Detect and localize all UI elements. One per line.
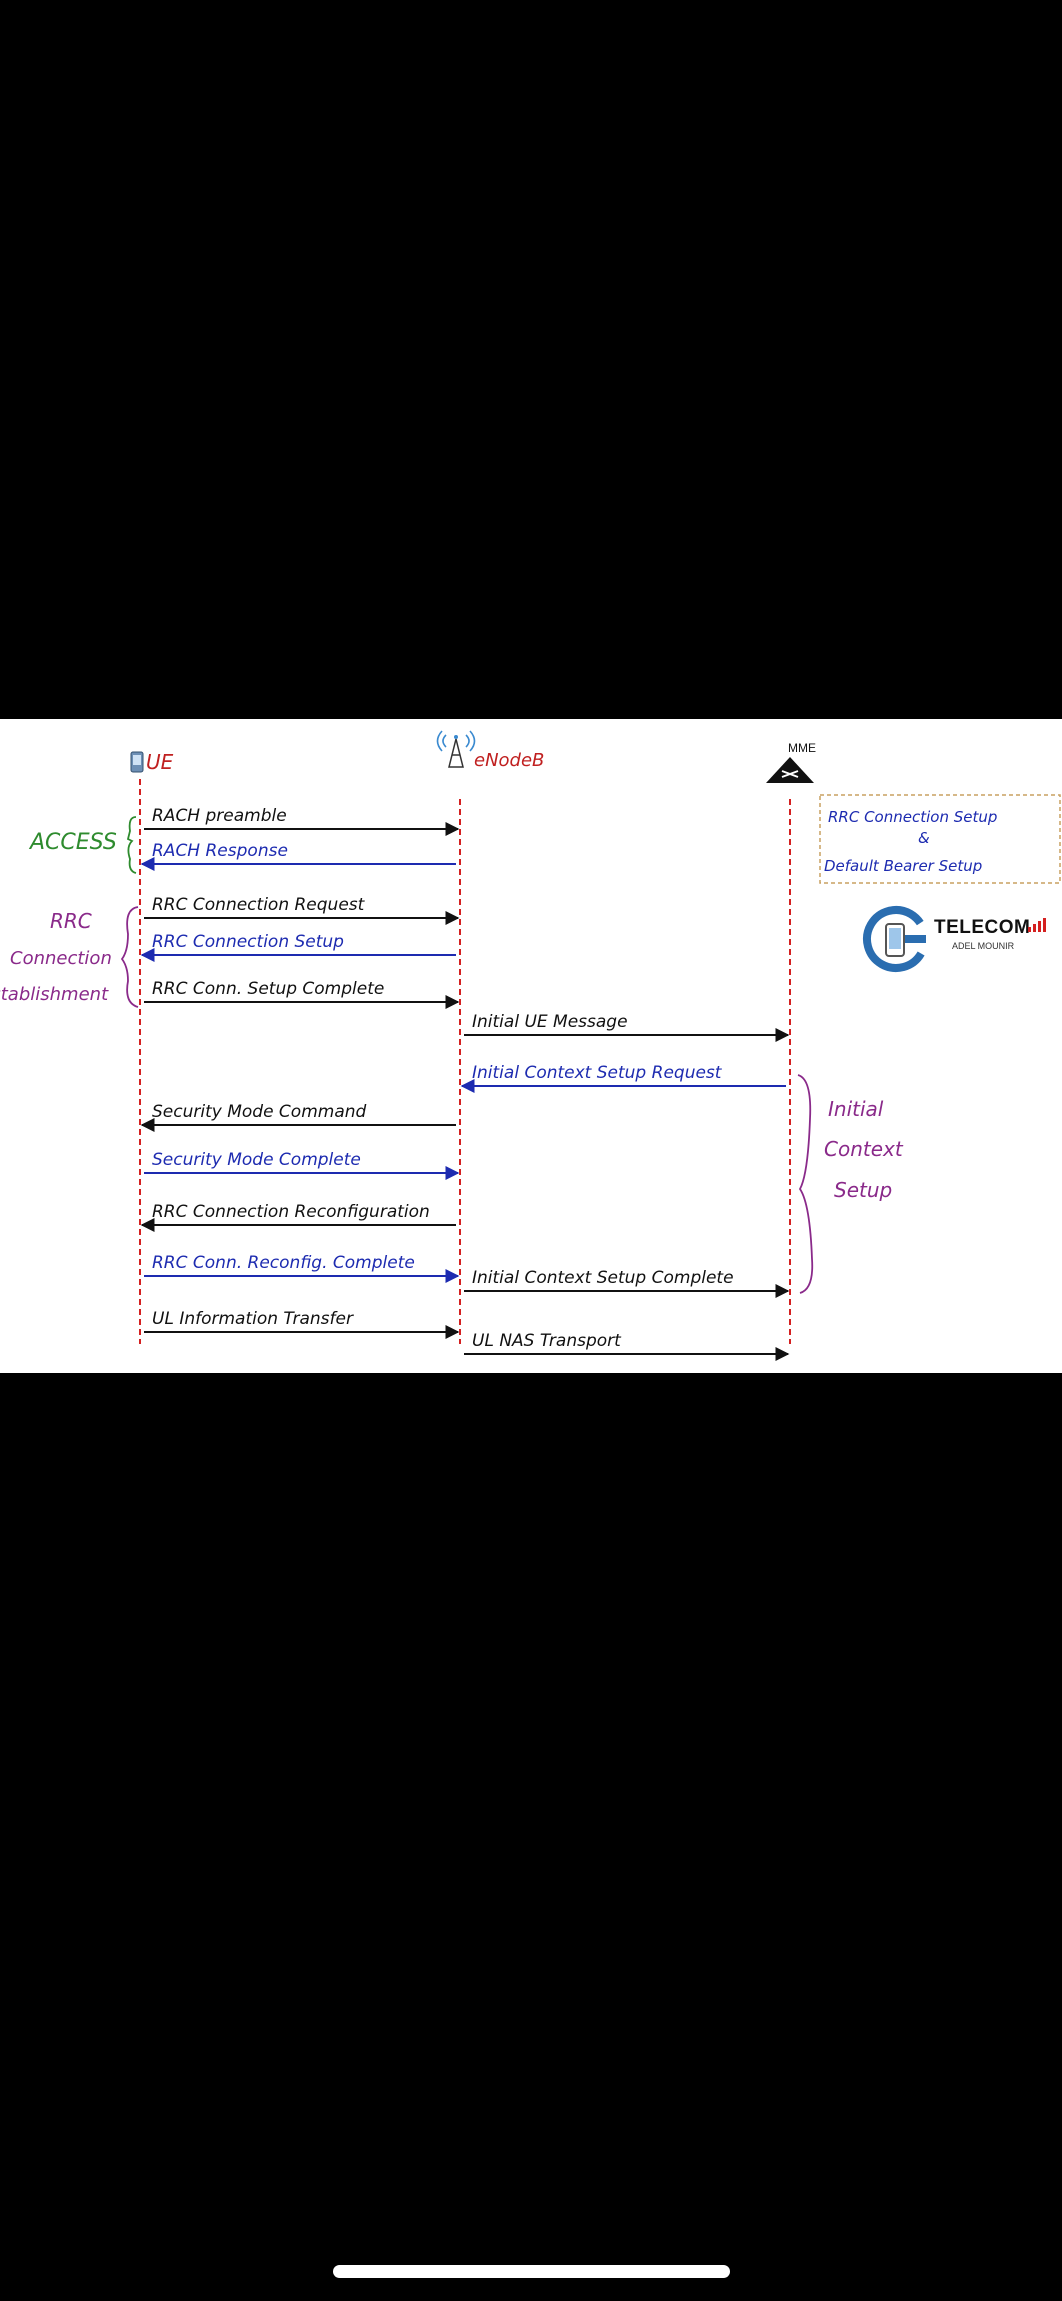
rrc-phase-label-2: Connection xyxy=(10,948,112,969)
mme-header: MME xyxy=(766,741,816,783)
initial-context-phase-label-1: Initial xyxy=(828,1097,884,1121)
rach-response-label: RACH Response xyxy=(152,841,288,861)
antenna-tower-icon xyxy=(436,730,476,768)
security-mode-command-label: Security Mode Command xyxy=(152,1102,367,1122)
ul-nas-transport-label: UL NAS Transport xyxy=(472,1331,622,1351)
rrc-phase-label-3: Establishment xyxy=(0,984,109,1005)
home-indicator[interactable] xyxy=(333,2265,730,2278)
security-mode-complete-label: Security Mode Complete xyxy=(152,1150,361,1170)
initial-context-phase: Initial Context Setup xyxy=(797,1074,904,1294)
access-phase-brace xyxy=(126,816,137,874)
initial-context-phase-label-2: Context xyxy=(824,1137,904,1161)
note-line-3: Default Bearer Setup xyxy=(824,857,982,875)
note-box: RRC Connection Setup & Default Bearer Se… xyxy=(819,794,1061,884)
rrc-phase: RRC Connection Establishment xyxy=(0,906,139,1008)
initial-context-phase-brace xyxy=(797,1074,814,1294)
rrc-conn-reconfig-complete-label: RRC Conn. Reconfig. Complete xyxy=(152,1253,415,1273)
ue-label: UE xyxy=(146,750,174,774)
telecom-logo: TELECOM ADEL MOUNIR xyxy=(860,899,1060,979)
telecom-logo-icon xyxy=(863,906,929,972)
access-phase-label: ACCESS xyxy=(28,830,117,855)
initial-ue-message-label: Initial UE Message xyxy=(472,1012,628,1032)
enodeb-label: eNodeB xyxy=(474,750,544,771)
logo-title: TELECOM xyxy=(934,917,1031,938)
rrc-phase-brace xyxy=(120,906,139,1008)
enodeb-header: eNodeB xyxy=(436,730,544,771)
ue-header: UE xyxy=(130,750,174,774)
rrc-connection-reconfiguration-label: RRC Connection Reconfiguration xyxy=(152,1202,430,1222)
rrc-connection-setup-label: RRC Connection Setup xyxy=(152,932,344,952)
mme-router-icon xyxy=(766,757,814,783)
note-line-1: RRC Connection Setup xyxy=(828,808,997,826)
sequence-diagram: UE eNodeB MME RACH pr xyxy=(0,719,1062,1373)
logo-subtitle: ADEL MOUNIR xyxy=(952,941,1015,951)
rrc-phase-label-1: RRC xyxy=(50,909,92,933)
initial-context-setup-request-label: Initial Context Setup Request xyxy=(472,1063,723,1083)
signal-bars-icon xyxy=(1028,918,1046,932)
initial-context-phase-label-3: Setup xyxy=(834,1178,892,1202)
rrc-connection-request-label: RRC Connection Request xyxy=(152,895,366,915)
access-phase: ACCESS xyxy=(28,816,137,874)
mme-label: MME xyxy=(788,741,816,755)
rrc-conn-setup-complete-label: RRC Conn. Setup Complete xyxy=(152,979,384,999)
sequence-diagram-canvas: UE eNodeB MME RACH pr xyxy=(0,730,1061,1361)
phone-icon xyxy=(130,751,144,773)
rach-preamble-label: RACH preamble xyxy=(152,806,287,826)
note-line-2: & xyxy=(918,829,930,847)
ul-information-transfer-label: UL Information Transfer xyxy=(152,1309,354,1329)
initial-context-setup-complete-label: Initial Context Setup Complete xyxy=(472,1268,734,1288)
